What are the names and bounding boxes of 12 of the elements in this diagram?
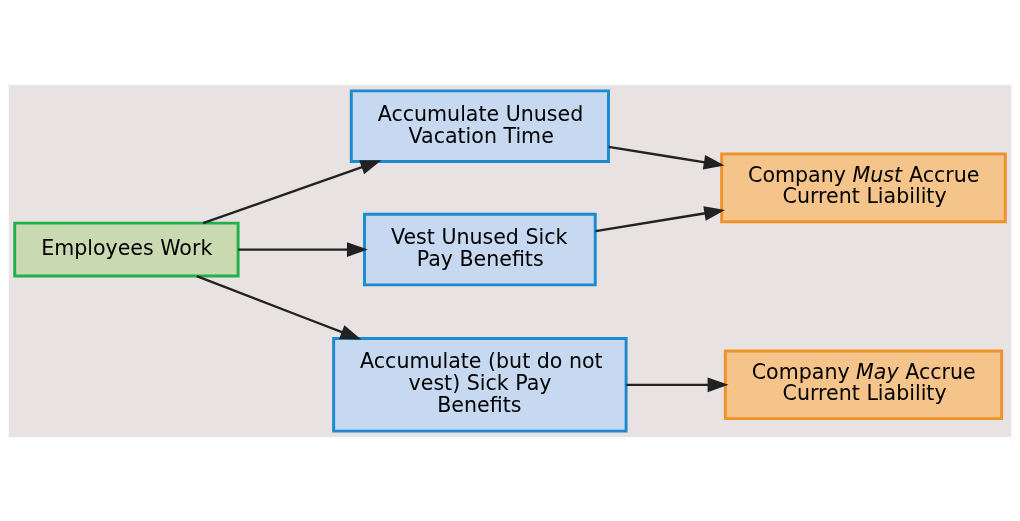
node-box: Vest Unused Sick Pay Benefits <box>363 212 597 286</box>
arrow <box>202 159 382 224</box>
arrow <box>608 145 725 169</box>
node-box: Company May Accrue Current Liability <box>723 349 1004 420</box>
arrow <box>238 241 368 257</box>
arrow <box>626 377 729 392</box>
node-box: Company Must Accrue Current Liability <box>720 152 1007 223</box>
node-box: Accumulate (but do not vest) Sick Pay Benefits <box>332 336 628 433</box>
node-box: Employees Work <box>13 221 240 278</box>
arrow <box>196 274 362 340</box>
node-box: Accumulate Unused Vacation Time <box>349 88 610 163</box>
arrow <box>595 205 726 232</box>
